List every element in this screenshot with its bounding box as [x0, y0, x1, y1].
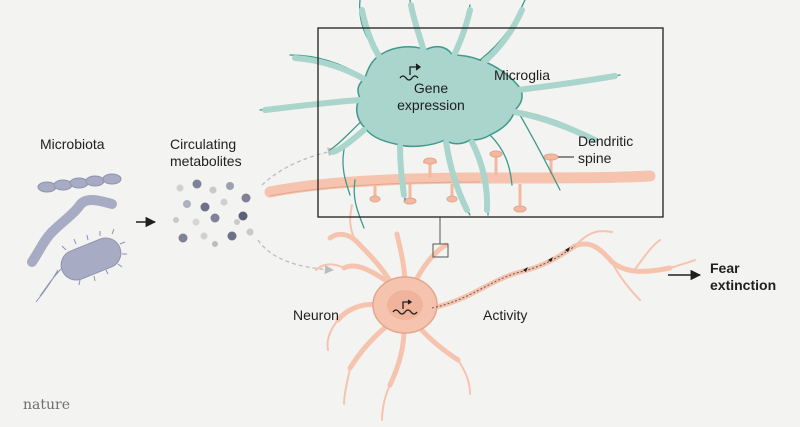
dendritic-spines: [369, 150, 559, 213]
label-microglia: Microglia: [494, 67, 551, 83]
label-line: expression: [397, 97, 465, 113]
inset-scene: [259, 0, 656, 229]
label-gene-expression: Gene expression: [386, 80, 476, 114]
microbiota-group: [27, 173, 127, 303]
neuron-nucleus: [387, 290, 423, 320]
label-line: extinction: [710, 277, 777, 293]
label-line: Circulating: [170, 136, 237, 152]
label-dendritic-spine: Dendritic spine: [578, 133, 633, 167]
nature-logo: nature: [23, 397, 70, 413]
dashed-arrow-icon: [257, 239, 334, 275]
label-neuron: Neuron: [293, 307, 339, 323]
activity-trace: [431, 245, 576, 309]
label-fear-extinction: Fear extinction: [710, 260, 776, 294]
bacterium-rod-2: [27, 227, 57, 267]
label-line: metabolites: [170, 153, 242, 169]
neuron: [315, 204, 696, 421]
label-line: Dendritic: [578, 133, 634, 149]
microglia: [259, 0, 621, 229]
label-microbiota: Microbiota: [40, 136, 105, 152]
label-line: spine: [578, 150, 612, 166]
inset-box: [317, 27, 664, 218]
label-line: Fear: [710, 260, 740, 276]
bacterium-flagellated: [35, 228, 127, 303]
label-activity: Activity: [483, 307, 528, 323]
dendrite-branch: [264, 170, 656, 198]
label-circulating-metabolites: Circulating metabolites: [170, 136, 242, 170]
label-line: Gene: [413, 80, 449, 96]
gene-expression-icon: [399, 63, 422, 81]
gene-expression-icon: [392, 299, 418, 315]
bacterium-rod: [47, 195, 117, 237]
bacteria-chain: [37, 173, 122, 193]
dashed-arrow-icon: [261, 147, 337, 186]
metabolite-dots: [173, 179, 254, 247]
